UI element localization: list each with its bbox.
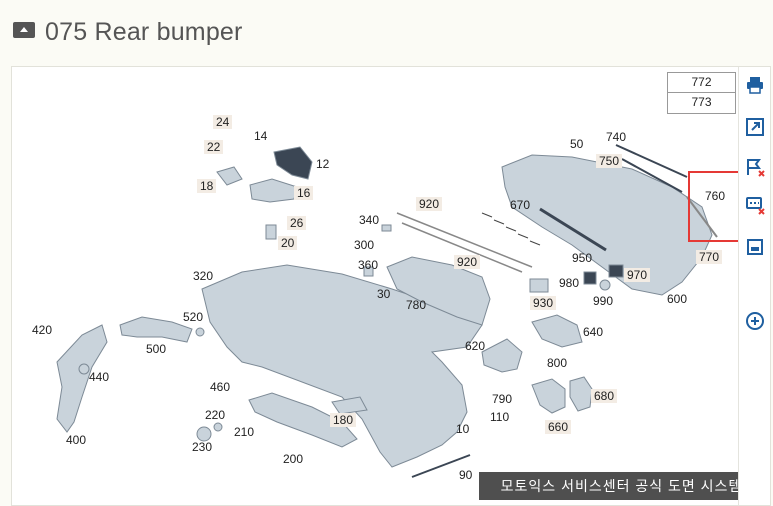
clip-360-part	[363, 266, 374, 277]
strip-770-part	[686, 196, 718, 238]
ring-990-part	[599, 279, 611, 291]
page-title: 075 Rear bumper	[45, 18, 243, 46]
reference-number-box: 772 773	[667, 72, 736, 114]
callout-500[interactable]: 500	[146, 342, 167, 356]
callout-950[interactable]: 950	[572, 251, 593, 265]
bracket-620-part	[481, 338, 523, 373]
selected-part-highlight	[688, 171, 745, 242]
bumper-cover-part	[201, 264, 483, 468]
callout-220[interactable]: 220	[205, 408, 226, 422]
callout-50[interactable]: 50	[570, 137, 584, 151]
reflector-680-part	[569, 376, 593, 412]
grille-200-part	[248, 392, 358, 448]
sensor-970-part	[608, 264, 624, 278]
bracket-400-part	[56, 324, 108, 433]
flag-remove-icon[interactable]	[745, 157, 765, 177]
comment-remove-icon[interactable]	[745, 195, 765, 215]
callout-980[interactable]: 980	[559, 276, 580, 290]
callout-110[interactable]: 110	[490, 410, 510, 424]
bracket-12-part	[273, 146, 313, 180]
callout-24[interactable]: 24	[213, 115, 233, 129]
callout-200[interactable]: 200	[283, 452, 304, 466]
callout-520[interactable]: 520	[183, 310, 204, 324]
sensor-980-part	[583, 271, 597, 285]
callout-300[interactable]: 300	[354, 238, 375, 252]
clip-520-part	[195, 327, 205, 337]
reference-number[interactable]: 772	[691, 75, 712, 89]
collapse-button[interactable]	[13, 22, 35, 38]
zoom-in-icon[interactable]	[745, 311, 765, 331]
callout-16[interactable]: 16	[294, 186, 314, 200]
callout-670[interactable]: 670	[510, 198, 531, 212]
clip-440-part	[78, 363, 90, 375]
diagram-viewer[interactable]: 772 773 24 14 22 12 18 16 26 20 920 340 …	[11, 66, 771, 506]
rear-diffuser-part	[501, 154, 713, 296]
bracket-500-part	[119, 316, 193, 343]
open-external-icon[interactable]	[745, 117, 765, 137]
callout-930[interactable]: 930	[530, 296, 557, 310]
viewer-toolbar	[738, 67, 770, 505]
callout-320[interactable]: 320	[193, 269, 214, 283]
callout-780[interactable]: 780	[406, 298, 427, 312]
callout-20[interactable]: 20	[278, 236, 298, 250]
callout-460[interactable]: 460	[210, 380, 231, 394]
callout-920[interactable]: 920	[454, 255, 481, 269]
callout-640[interactable]: 640	[583, 325, 604, 339]
callout-760[interactable]: 760	[705, 189, 726, 203]
rod-920b-part	[401, 222, 523, 273]
callout-90[interactable]: 90	[459, 468, 473, 482]
strip-90-part	[411, 454, 471, 478]
exploded-parts-diagram	[56, 144, 718, 478]
sensor-930-part	[529, 278, 549, 293]
page-header: 075 Rear bumper	[0, 0, 773, 64]
bracket-180-part	[331, 396, 368, 415]
callout-970[interactable]: 970	[624, 268, 651, 282]
callout-400[interactable]: 400	[66, 433, 87, 447]
bracket-18-part	[216, 166, 243, 186]
callout-210[interactable]: 210	[234, 425, 255, 439]
callout-360[interactable]: 360	[358, 258, 379, 272]
callout-340[interactable]: 340	[359, 213, 380, 227]
callout-420[interactable]: 420	[32, 323, 53, 337]
print-icon[interactable]	[745, 75, 765, 95]
callout-30[interactable]: 30	[377, 287, 391, 301]
callout-660[interactable]: 660	[545, 420, 572, 434]
clip-20-part	[265, 224, 277, 240]
callout-26[interactable]: 26	[287, 216, 307, 230]
callout-790[interactable]: 790	[492, 392, 513, 406]
callout-740[interactable]: 740	[606, 130, 627, 144]
callout-14[interactable]: 14	[254, 129, 268, 143]
clip-340-part	[381, 224, 392, 232]
callout-990[interactable]: 990	[593, 294, 614, 308]
callout-230[interactable]: 230	[192, 440, 213, 454]
harness-part	[481, 212, 541, 246]
callout-770[interactable]: 770	[696, 250, 723, 264]
strip-750-part	[621, 158, 683, 193]
callout-10[interactable]: 10	[456, 422, 470, 436]
callout-800[interactable]: 800	[547, 356, 568, 370]
watermark: 모토익스 서비스센터 공식 도면 시스템	[479, 472, 764, 500]
callout-920[interactable]: 920	[416, 197, 443, 211]
clip-230-part	[196, 426, 212, 442]
callout-680[interactable]: 680	[591, 389, 618, 403]
callout-18[interactable]: 18	[197, 179, 217, 193]
callout-440[interactable]: 440	[89, 370, 110, 384]
strip-740-part	[615, 144, 688, 178]
reflector-660-part	[531, 378, 566, 414]
bracket-16-part	[249, 178, 298, 203]
window-icon[interactable]	[745, 237, 765, 257]
strip-950-part	[539, 207, 607, 252]
callout-620[interactable]: 620	[465, 339, 486, 353]
callout-600[interactable]: 600	[667, 292, 688, 306]
rod-920-part	[396, 212, 533, 268]
callout-12[interactable]: 12	[316, 157, 330, 171]
bracket-640-part	[531, 314, 583, 348]
clip-220-part	[213, 422, 223, 432]
bracket-780-part	[386, 256, 491, 326]
callout-180[interactable]: 180	[330, 413, 357, 427]
callout-22[interactable]: 22	[204, 140, 224, 154]
callout-750[interactable]: 750	[596, 154, 623, 168]
reference-number[interactable]: 773	[668, 92, 735, 112]
